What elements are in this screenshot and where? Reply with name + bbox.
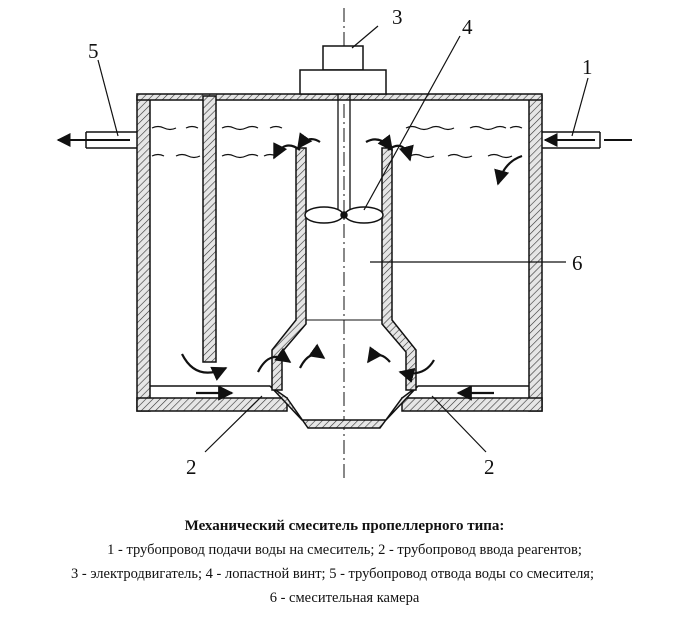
water-level <box>151 125 523 159</box>
mixing-chamber <box>271 147 417 391</box>
tank-right-wall <box>528 95 543 412</box>
label-inlet-pipe: 1 <box>582 55 593 79</box>
tank-bottom-left <box>136 397 288 412</box>
inlet-pipe <box>542 131 632 149</box>
label-propeller: 4 <box>462 15 473 39</box>
shaft <box>337 94 351 214</box>
label-reagent-pipe-left: 2 <box>186 455 197 479</box>
outlet-pipe <box>56 131 137 149</box>
motor <box>299 45 387 95</box>
tank-body <box>136 93 543 412</box>
caption-line-2: 3 - электродвигатель; 4 - лопастной винт… <box>71 566 594 582</box>
tank-bottom-right <box>401 397 543 412</box>
label-mixing-chamber: 6 <box>572 251 583 275</box>
caption-title: Механический смеситель пропеллерного тип… <box>184 518 505 534</box>
label-motor: 3 <box>392 5 403 29</box>
baffle-plate <box>202 95 217 363</box>
leader-lines <box>97 25 589 453</box>
propeller-mixer-diagram: 1 5 3 4 6 2 2 <box>56 5 632 479</box>
label-outlet-pipe: 5 <box>88 39 99 63</box>
chamber-sump <box>269 385 419 429</box>
tank-lid <box>136 93 543 101</box>
caption-line-3: 6 - смесительная камера <box>269 590 420 606</box>
flow-arrows <box>181 132 523 401</box>
propeller <box>304 206 384 224</box>
tank-left-wall <box>136 95 151 412</box>
caption-line-1: 1 - трубопровод подачи воды на смеситель… <box>107 542 582 558</box>
label-reagent-pipe-right: 2 <box>484 455 495 479</box>
